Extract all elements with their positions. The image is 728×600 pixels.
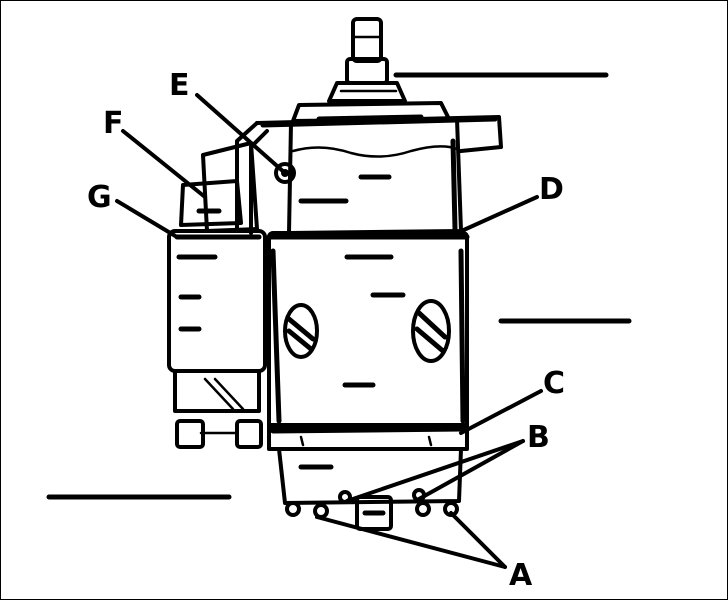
lower-housing [277, 447, 463, 531]
main-body [266, 231, 470, 431]
leader-lines [115, 93, 543, 569]
label-b: B [527, 420, 550, 455]
label-a: A [509, 558, 533, 593]
canister-g [167, 229, 267, 449]
label-f: F [103, 106, 124, 141]
part-labels: E F G D C B A [87, 68, 565, 593]
label-e: E [169, 68, 190, 103]
seam-band [267, 423, 469, 451]
body-screw-left [283, 303, 319, 359]
scan-lines [46, 72, 632, 500]
upper-housing [287, 117, 463, 235]
top-shaft [327, 17, 407, 103]
label-c: C [543, 366, 565, 401]
label-g: G [87, 180, 112, 215]
body-screw-right [411, 299, 451, 363]
label-d: D [539, 172, 564, 207]
